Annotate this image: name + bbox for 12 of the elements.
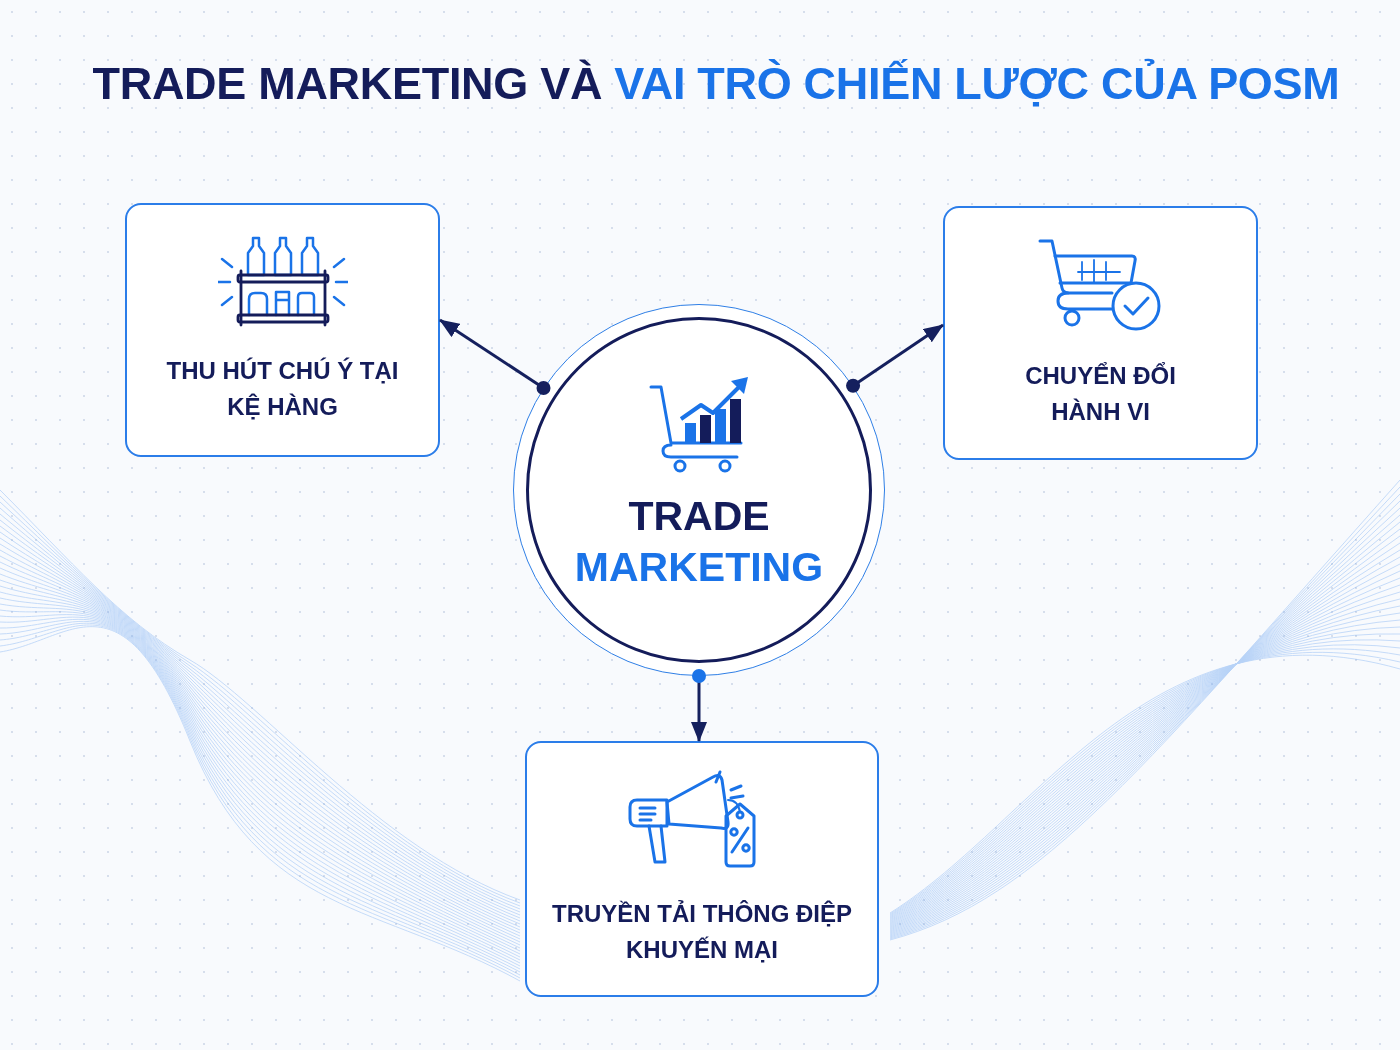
hub-title: TRADE xyxy=(628,491,770,541)
benefit-card xyxy=(943,206,1258,460)
benefit-card xyxy=(525,741,879,997)
card-label: TRUYỀN TẢI THÔNG ĐIỆP KHUYẾN MẠI xyxy=(551,899,853,965)
arrow xyxy=(439,318,551,395)
card-label: CHUYỂN ĐỔI HÀNH VI xyxy=(1024,361,1177,427)
arrow xyxy=(846,323,944,393)
hub-title: MARKETING xyxy=(574,543,824,592)
card-label: THU HÚT CHÚ Ý TẠI KỆ HÀNG xyxy=(165,356,400,422)
page-title: TRADE MARKETING VÀ VAI TRÒ CHIẾN LƯỢC CỦA POSM xyxy=(92,58,1340,110)
benefit-card xyxy=(125,203,440,457)
arrow xyxy=(691,669,707,742)
